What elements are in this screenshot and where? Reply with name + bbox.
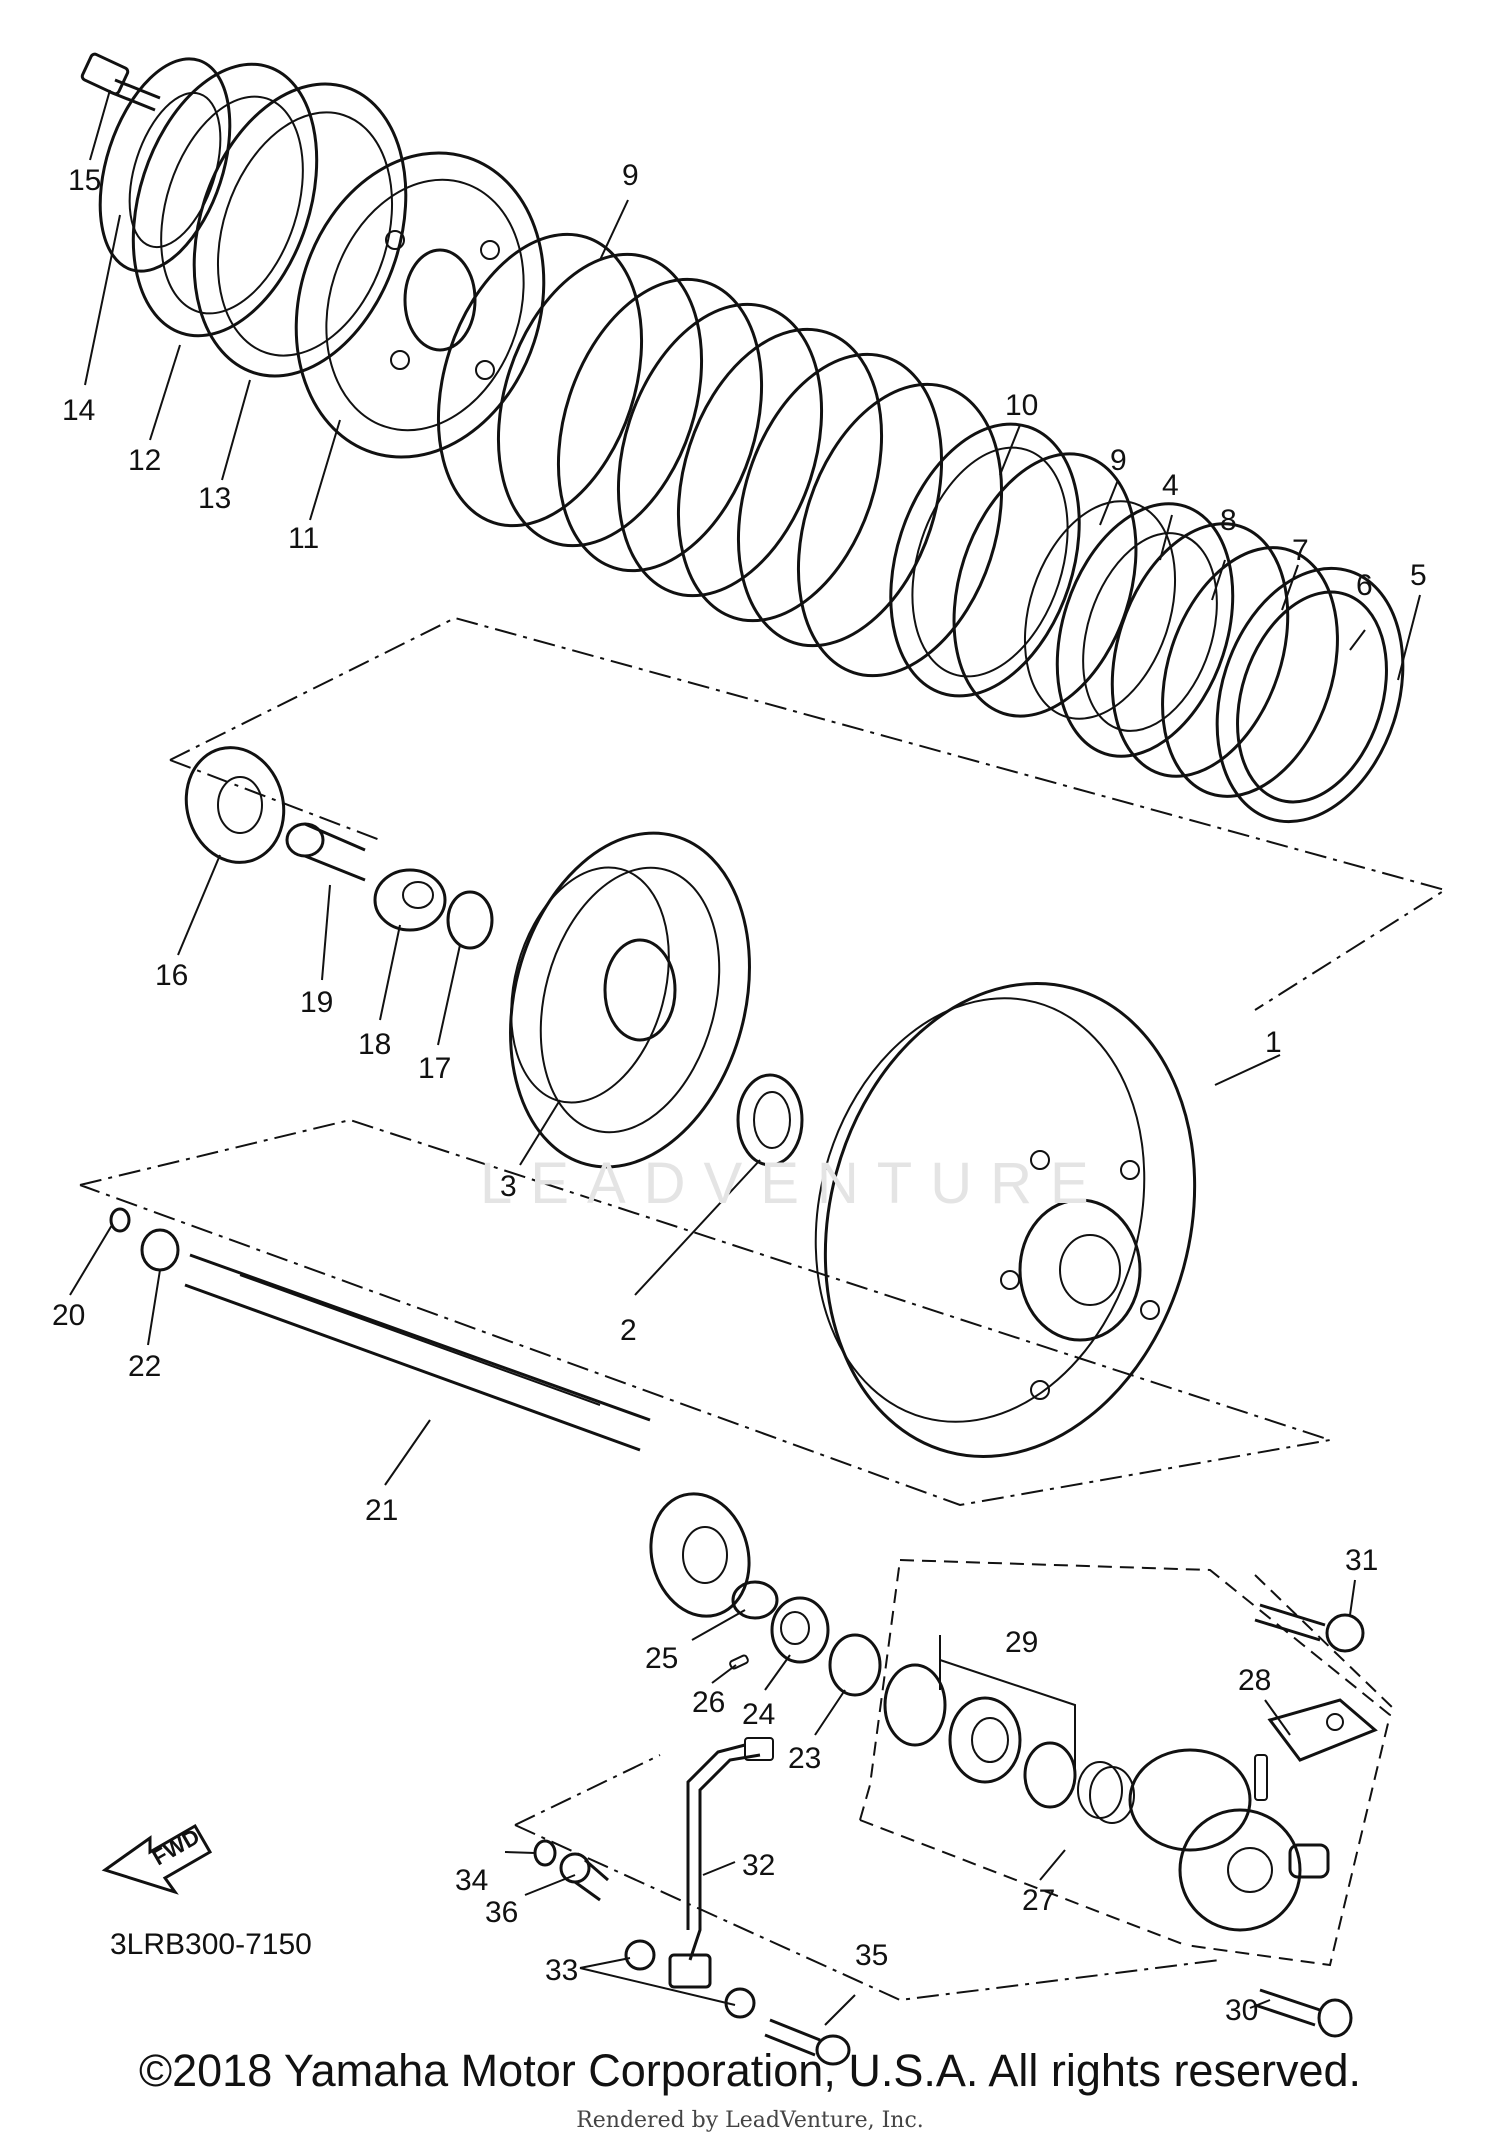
forward-arrow-icon: FWD bbox=[101, 1824, 213, 1895]
circlip-34 bbox=[533, 1839, 557, 1867]
pressure-plate-14 bbox=[98, 57, 232, 273]
o-ring-25 bbox=[731, 1580, 779, 1620]
wire-clip-4 bbox=[1023, 500, 1177, 720]
callout-35: 35 bbox=[855, 1939, 888, 1972]
plate-13 bbox=[192, 82, 408, 378]
callout-20: 20 bbox=[52, 1299, 85, 1332]
diagram-code: 3LRB300-7150 bbox=[110, 1928, 312, 1961]
bolt-30 bbox=[1254, 1988, 1353, 2038]
callout-32: 32 bbox=[742, 1849, 775, 1882]
callout-24: 24 bbox=[742, 1698, 775, 1731]
ring-5 bbox=[1215, 566, 1405, 824]
dowel-pin-26 bbox=[729, 1654, 749, 1670]
fwd-label: FWD bbox=[148, 1824, 204, 1871]
union-bolt-36 bbox=[559, 1852, 609, 1902]
lock-washer-17 bbox=[446, 890, 494, 950]
watermark-text: LEADVENTURE bbox=[480, 1151, 1107, 1216]
circlip-20 bbox=[109, 1207, 131, 1233]
union-bolt-35 bbox=[764, 2018, 851, 2066]
push-rod-19 bbox=[285, 822, 366, 882]
callout-29: 29 bbox=[1005, 1626, 1038, 1659]
callout-30: 30 bbox=[1225, 1994, 1258, 2027]
callout-34: 34 bbox=[455, 1864, 488, 1897]
callout-21: 21 bbox=[365, 1494, 398, 1527]
main-axle-21 bbox=[184, 1253, 651, 1452]
callout-10: 10 bbox=[1005, 389, 1038, 422]
callout-1: 1 bbox=[1265, 1026, 1282, 1059]
callout-6: 6 bbox=[1356, 569, 1373, 602]
bracket-28 bbox=[1267, 1698, 1378, 1762]
plate-6 bbox=[1161, 546, 1339, 798]
callout-15: 15 bbox=[68, 164, 101, 197]
callout-27: 27 bbox=[1022, 1884, 1055, 1917]
clutch-boss-11 bbox=[294, 151, 546, 459]
callout-8: 8 bbox=[1220, 504, 1237, 537]
hose-32 bbox=[668, 1737, 774, 1989]
plate-7 bbox=[1110, 522, 1290, 778]
leader-lines bbox=[69, 89, 1421, 2026]
callout-18: 18 bbox=[358, 1028, 391, 1061]
bolt-31 bbox=[1254, 1603, 1365, 1653]
callout-4: 4 bbox=[1162, 469, 1179, 502]
callout-9-rear: 9 bbox=[1110, 444, 1127, 477]
callout-5: 5 bbox=[1410, 559, 1427, 592]
assembly-outline-plates bbox=[169, 616, 1448, 1011]
gasket-33-a bbox=[624, 1939, 656, 1971]
callout-3: 3 bbox=[500, 1170, 517, 1203]
callout-31: 31 bbox=[1345, 1544, 1378, 1577]
callout-2: 2 bbox=[620, 1314, 637, 1347]
callout-7: 7 bbox=[1292, 534, 1309, 567]
callout-17: 17 bbox=[418, 1052, 451, 1085]
callout-22: 22 bbox=[128, 1350, 161, 1383]
callout-14: 14 bbox=[62, 394, 95, 427]
washer-23 bbox=[828, 1633, 882, 1697]
callout-36: 36 bbox=[485, 1896, 518, 1929]
thrust-washer-2 bbox=[736, 1073, 804, 1167]
callout-11: 11 bbox=[288, 522, 319, 555]
callout-19: 19 bbox=[300, 986, 333, 1019]
rendered-by-notice: Rendered by LeadVenture, Inc. bbox=[576, 2108, 924, 2133]
callout-33: 33 bbox=[545, 1954, 578, 1987]
callout-13: 13 bbox=[198, 482, 231, 515]
copyright-notice: ©2018 Yamaha Motor Corporation, U.S.A. A… bbox=[138, 2045, 1362, 2096]
callout-25: 25 bbox=[645, 1642, 678, 1675]
plate-10 bbox=[889, 422, 1081, 698]
callout-labels: 1 2 3 4 5 6 7 8 9 9 10 11 12 13 14 15 16… bbox=[52, 159, 1427, 2027]
callout-12: 12 bbox=[128, 444, 161, 477]
callout-16: 16 bbox=[155, 959, 188, 992]
bearing-housing bbox=[649, 1492, 751, 1618]
seal-24 bbox=[770, 1596, 830, 1664]
primary-driven-gear-3 bbox=[509, 831, 751, 1169]
callout-9: 9 bbox=[622, 159, 639, 192]
seal-kit-29 bbox=[883, 1663, 1135, 1824]
callout-28: 28 bbox=[1238, 1664, 1271, 1697]
callout-23: 23 bbox=[788, 1742, 821, 1775]
clutch-housing-1 bbox=[814, 982, 1197, 1458]
release-cylinder-27 bbox=[1128, 1748, 1330, 1932]
bearing-16 bbox=[184, 746, 286, 864]
assembly-outline-release bbox=[859, 1559, 1396, 1967]
bushing-22 bbox=[140, 1228, 180, 1272]
friction-plate-stack-9 bbox=[436, 232, 1004, 678]
nut-18 bbox=[373, 868, 447, 932]
assembly-outline-hose bbox=[514, 1754, 1221, 2002]
plate-12 bbox=[131, 62, 319, 338]
callout-26: 26 bbox=[692, 1686, 725, 1719]
